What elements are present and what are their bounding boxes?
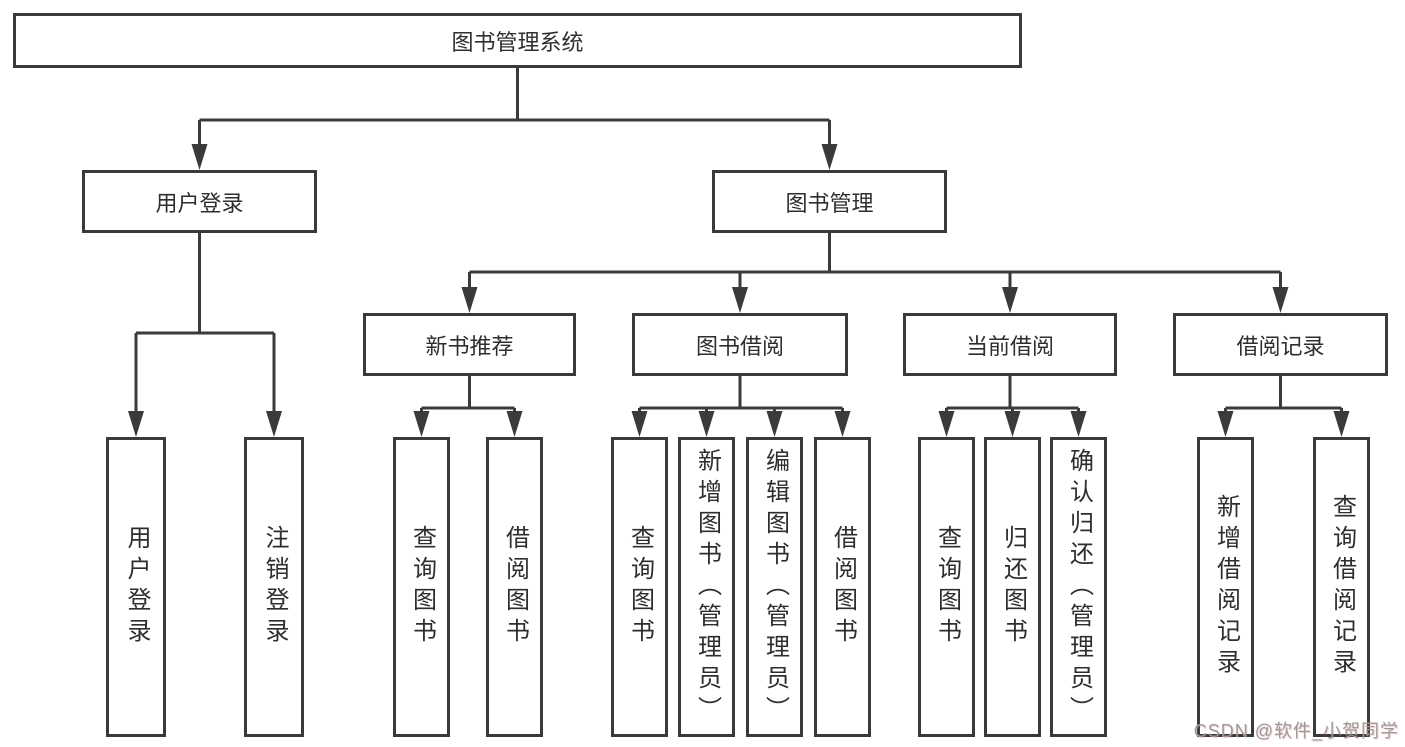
node-library-management-system: 图书管理系统 — [13, 13, 1022, 68]
leaf-user-login: 用户登录 — [106, 437, 166, 737]
leaf-borrow-books-borrowing: 借阅图书 — [814, 437, 871, 737]
leaf-add-borrow-record: 新增借阅记录 — [1197, 437, 1254, 737]
node-current-borrowing: 当前借阅 — [903, 313, 1117, 376]
leaf-query-books-recommend: 查询图书 — [393, 437, 450, 737]
leaf-edit-book-admin: 编辑图书（管理员） — [746, 437, 803, 737]
leaf-return-books: 归还图书 — [984, 437, 1041, 737]
leaf-logout: 注销登录 — [244, 437, 304, 737]
leaf-confirm-return-admin: 确认归还（管理员） — [1050, 437, 1107, 737]
node-user-login-branch: 用户登录 — [82, 170, 317, 233]
leaf-query-books-borrowing: 查询图书 — [611, 437, 668, 737]
node-book-management: 图书管理 — [712, 170, 947, 233]
leaf-query-books-current: 查询图书 — [918, 437, 975, 737]
arrowheads — [128, 144, 1350, 437]
leaf-add-book-admin: 新增图书（管理员） — [678, 437, 735, 737]
node-new-book-recommendation: 新书推荐 — [363, 313, 576, 376]
node-book-borrowing: 图书借阅 — [632, 313, 848, 376]
csdn-watermark: CSDN @软件_小贺同学 — [1193, 721, 1399, 741]
node-borrowing-records: 借阅记录 — [1173, 313, 1388, 376]
leaf-query-borrow-record: 查询借阅记录 — [1313, 437, 1370, 737]
leaf-borrow-books-recommend: 借阅图书 — [486, 437, 543, 737]
